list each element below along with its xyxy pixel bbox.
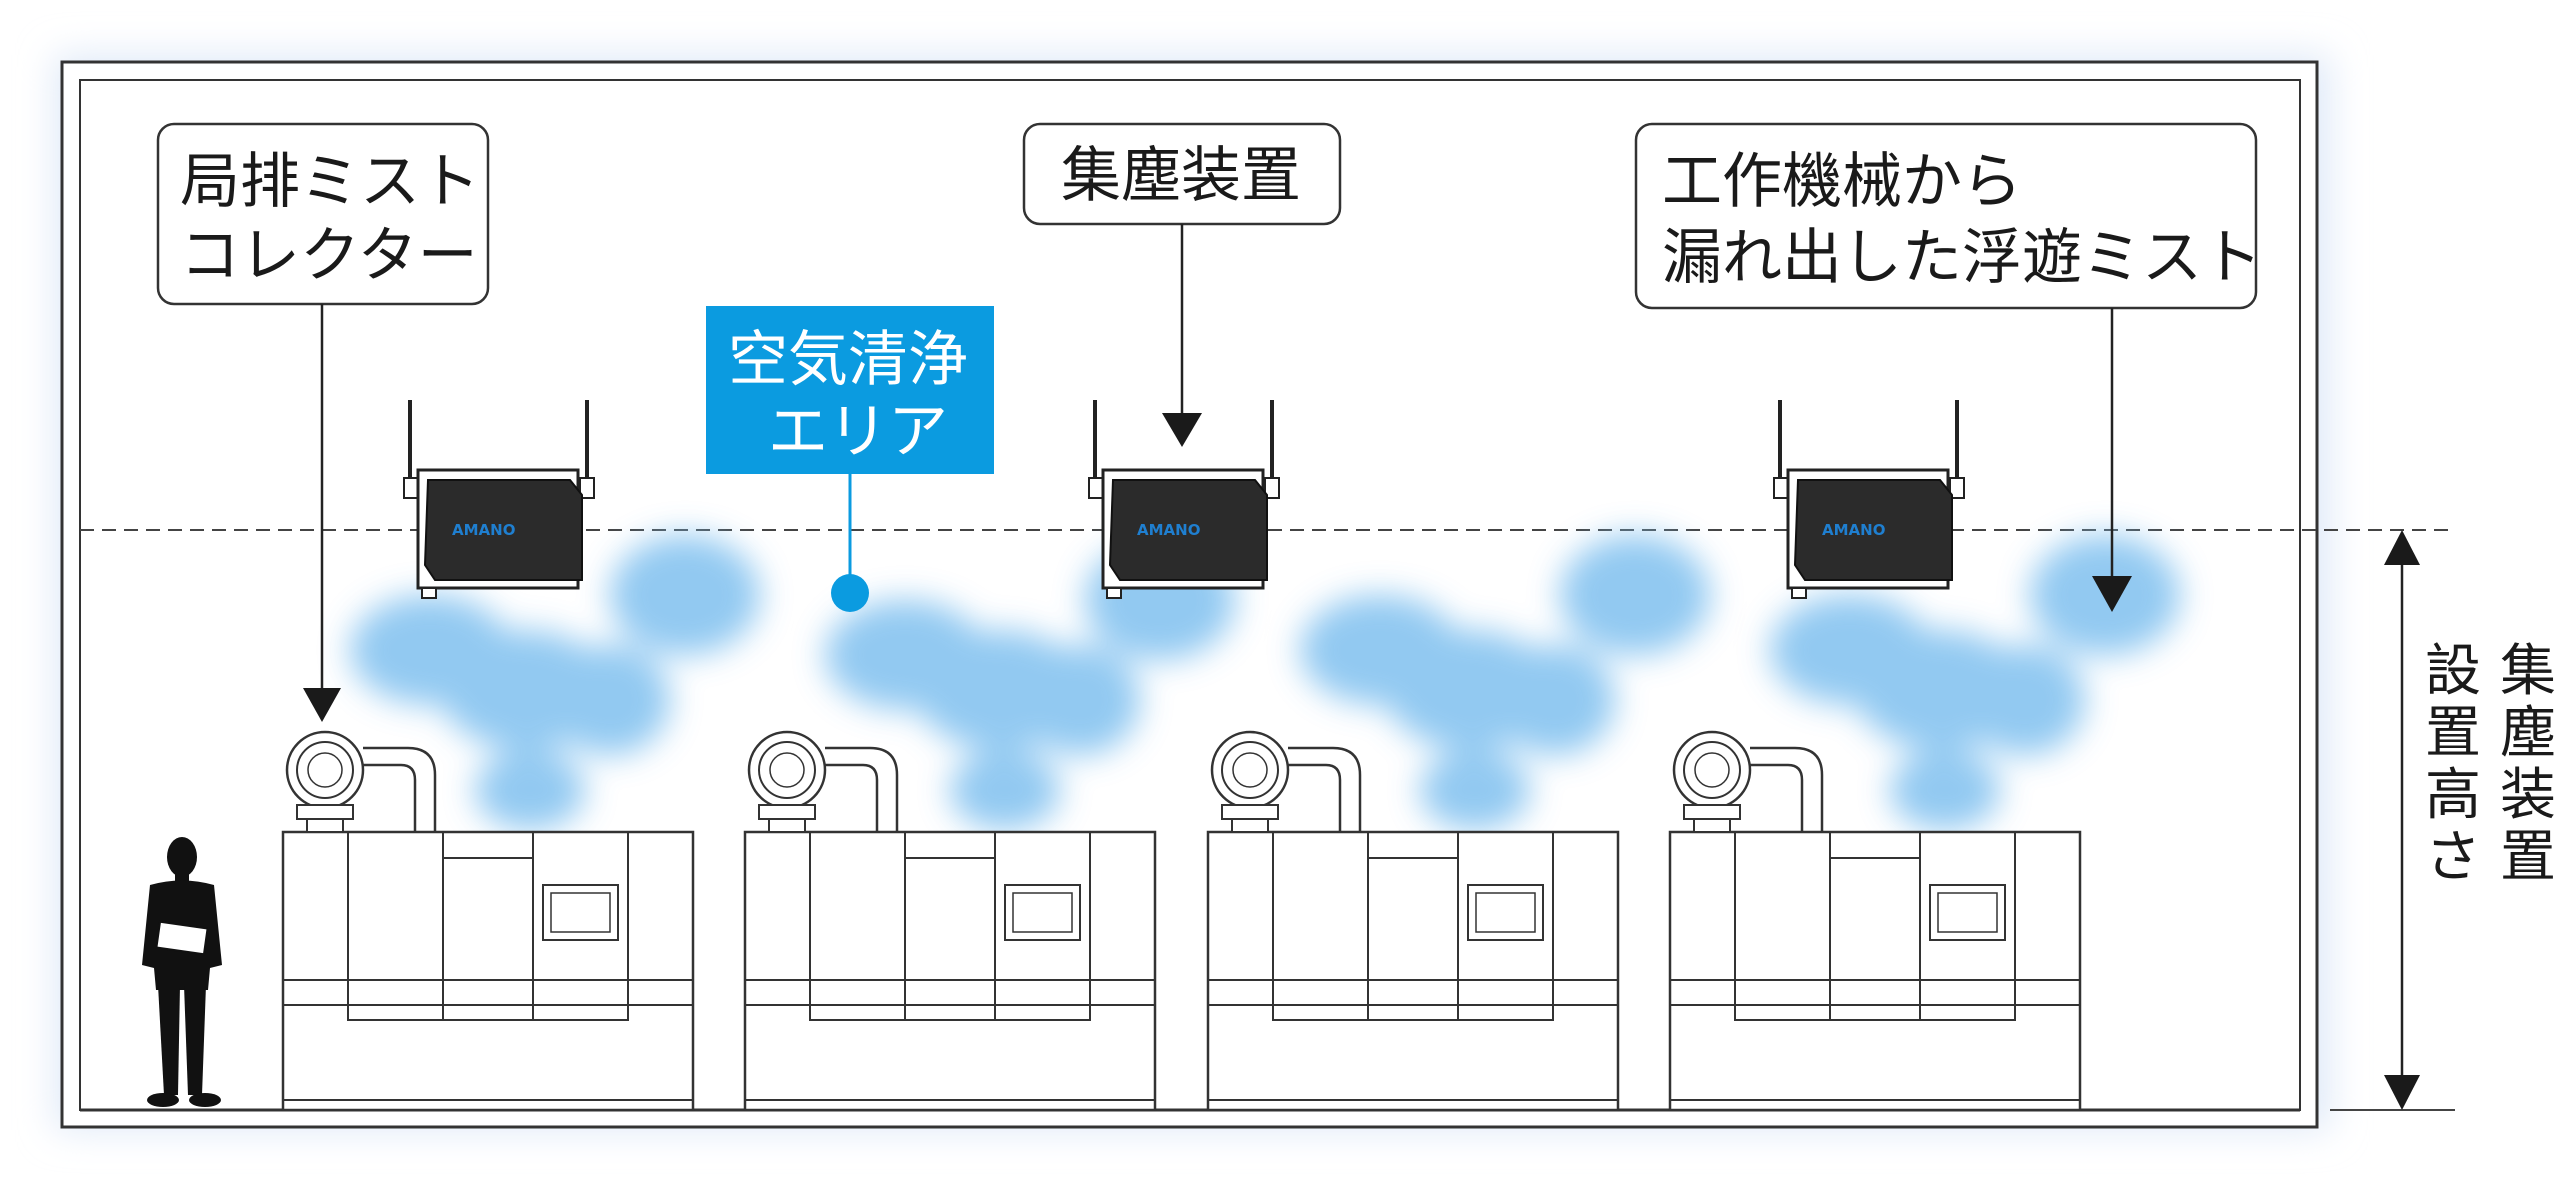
svg-text:空気清浄: 空気清浄 — [728, 325, 968, 395]
svg-text:工作機械から: 工作機械から — [1662, 147, 2022, 217]
vertical-label-left-1: 設 — [2425, 639, 2481, 704]
mist-cloud-4 — [1770, 535, 2180, 830]
dust-collector-3: AMANO — [1773, 400, 1965, 599]
svg-text:漏れ出した浮遊ミスト: 漏れ出した浮遊ミスト — [1662, 223, 2262, 293]
vertical-label-left-2: 置 — [2425, 701, 2481, 766]
install-height-label: 集 塵 装 置 設 置 高 さ — [2425, 639, 2556, 890]
vertical-label-right-2: 塵 — [2500, 701, 2556, 766]
svg-text:局排ミスト: 局排ミスト — [180, 147, 480, 217]
svg-text:エリア: エリア — [768, 397, 948, 467]
callout-local-exhaust: 局排ミスト コレクター — [156, 122, 490, 722]
svg-text:集塵装置: 集塵装置 — [1061, 141, 1301, 211]
brand-label: AMANO — [1137, 521, 1200, 539]
mist-clouds — [350, 535, 2180, 830]
callout-dust-collector: 集塵装置 — [1022, 122, 1342, 447]
mist-cloud-1 — [350, 535, 760, 830]
local-exhaust-mist-collector-4 — [1672, 730, 1824, 833]
machine-tool-3 — [1206, 730, 1620, 1112]
machine-tool-1 — [281, 730, 695, 1112]
vertical-label-left-4: さ — [2425, 825, 2481, 890]
local-exhaust-mist-collector-1 — [285, 730, 437, 833]
vertical-label-right-3: 装 — [2500, 763, 2556, 828]
local-exhaust-mist-collector-3 — [1210, 730, 1362, 833]
dust-collector-2: AMANO — [1088, 400, 1280, 599]
local-exhaust-mist-collector-2 — [747, 730, 899, 833]
mist-cloud-3 — [1300, 535, 1710, 830]
callout-floating-mist: 工作機械から 漏れ出した浮遊ミスト — [1634, 122, 2262, 612]
vertical-label-right-4: 置 — [2500, 825, 2556, 890]
dust-collector-1: AMANO — [403, 400, 595, 599]
install-height-dimension — [2384, 530, 2420, 1110]
vertical-label-left-3: 高 — [2425, 763, 2481, 828]
svg-text:コレクター: コレクター — [180, 221, 478, 291]
vertical-label-right-1: 集 — [2500, 639, 2556, 704]
brand-label: AMANO — [452, 521, 515, 539]
machine-tool-2 — [743, 730, 1157, 1112]
machine-tool-4 — [1668, 730, 2082, 1112]
brand-label: AMANO — [1822, 521, 1885, 539]
callout-clean-area: 空気清浄 エリア — [706, 306, 994, 612]
worker-silhouette-icon — [142, 837, 222, 1107]
